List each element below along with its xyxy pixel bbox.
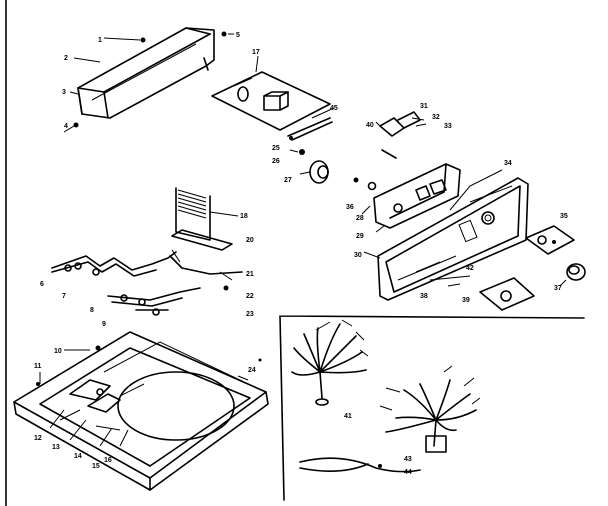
callout-33: 33 [444,123,452,130]
screw-4 [63,122,79,133]
wiring-harness [51,249,243,316]
wire-harness-43 [379,365,481,453]
callout-16: 16 [104,457,112,464]
callout-3: 3 [62,89,66,96]
leader-3 [69,91,79,95]
callout-40: 40 [366,122,374,129]
callout-45: 45 [330,105,338,112]
callout-10: 10 [54,348,62,355]
screw-1 [103,37,146,43]
callout-1: 1 [98,37,102,44]
leader-29 [375,225,385,233]
console-rear-panel [77,27,215,119]
callout-22: 22 [246,293,254,300]
timer-motor [299,160,329,184]
callout-6: 6 [40,281,44,288]
callout-2: 2 [64,55,68,62]
harness-inset [279,315,585,501]
callout-labels: 1 2 3 4 5 6 7 8 9 10 11 12 13 14 15 16 1… [34,32,568,476]
callout-41: 41 [344,413,352,420]
knob-bracket [525,225,575,255]
wire-harness-bracket [171,187,239,251]
callout-28: 28 [356,215,364,222]
console-front-panel [377,177,529,301]
callout-18: 18 [240,213,248,220]
callout-39: 39 [462,297,470,304]
callout-38: 38 [420,293,428,300]
leader-28 [361,205,371,215]
callout-37: 37 [554,285,562,292]
callout-8: 8 [90,307,94,314]
knob-37 [559,263,586,287]
screw-5 [221,31,234,37]
callout-29: 29 [356,233,364,240]
wire-harness-44 [299,457,421,473]
callout-11: 11 [34,363,42,370]
inner-control-panel [353,163,461,229]
callout-26: 26 [272,158,280,165]
timer-knob-26 [289,149,305,155]
wire-harness-41 [291,319,369,406]
cabinet-top [13,331,269,491]
leader-2 [73,57,101,63]
callout-7: 7 [62,293,66,300]
callout-5: 5 [236,32,240,39]
lower-switch-bracket [429,275,535,311]
callout-24: 24 [248,367,256,374]
callout-30: 30 [354,252,362,259]
callout-20: 20 [246,237,254,244]
callout-31: 31 [420,103,428,110]
callout-27: 27 [284,177,292,184]
callout-25: 25 [272,145,280,152]
callout-23: 23 [246,311,254,318]
callout-14: 14 [74,453,82,460]
timer-bracket [211,71,331,131]
callout-21: 21 [246,271,254,278]
switch-cluster [375,111,427,159]
callout-13: 13 [52,444,60,451]
callout-12: 12 [34,435,42,442]
callout-9: 9 [102,321,106,328]
callout-15: 15 [92,463,100,470]
callout-4: 4 [64,123,68,130]
timer-clip [287,117,333,141]
leader-17 [255,55,259,73]
callout-36: 36 [346,204,354,211]
callout-17: 17 [252,49,260,56]
callout-43: 43 [404,456,412,463]
callout-34: 34 [504,160,512,167]
callout-32: 32 [432,114,440,121]
leader-45 [311,107,335,119]
leader-34 [449,169,503,211]
leader-30 [363,251,381,259]
callout-35: 35 [560,213,568,220]
callout-44: 44 [404,469,412,476]
callout-42: 42 [466,265,474,272]
